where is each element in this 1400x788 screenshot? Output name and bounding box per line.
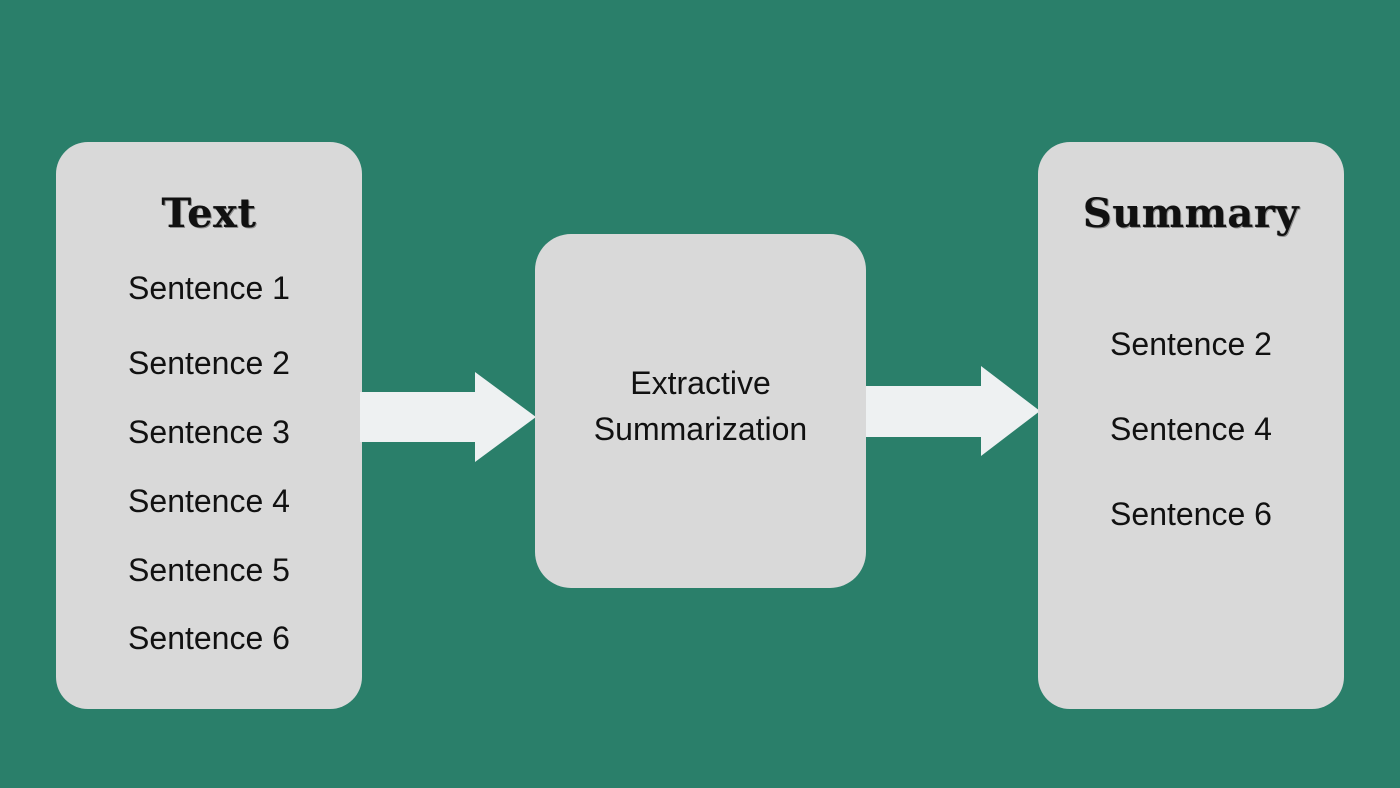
process-label-line-1: Extractive bbox=[630, 365, 771, 401]
input-sentence-1: Sentence 1 bbox=[128, 270, 290, 306]
extractive-summarization-box: Extractive Summarization bbox=[535, 234, 866, 588]
output-sentence-2: Sentence 4 bbox=[1110, 411, 1272, 447]
input-sentence-2: Sentence 2 bbox=[128, 345, 290, 381]
output-summary-panel: Summary Sentence 2 Sentence 4 Sentence 6 bbox=[1038, 142, 1344, 709]
output-sentence-1: Sentence 2 bbox=[1110, 326, 1272, 362]
arrow-right-icon bbox=[360, 372, 536, 462]
input-sentence-3: Sentence 3 bbox=[128, 414, 290, 450]
process-label: Extractive Summarization bbox=[535, 360, 866, 452]
input-sentence-4: Sentence 4 bbox=[128, 483, 290, 519]
input-sentence-5: Sentence 5 bbox=[128, 552, 290, 588]
input-text-panel: Text Sentence 1 Sentence 2 Sentence 3 Se… bbox=[56, 142, 362, 709]
output-sentence-3: Sentence 6 bbox=[1110, 496, 1272, 532]
output-panel-title: Summary bbox=[1082, 190, 1300, 237]
arrow-right-icon bbox=[866, 366, 1040, 456]
process-label-line-2: Summarization bbox=[593, 411, 808, 447]
input-sentence-6: Sentence 6 bbox=[128, 620, 290, 656]
input-panel-title: Text bbox=[161, 190, 257, 237]
